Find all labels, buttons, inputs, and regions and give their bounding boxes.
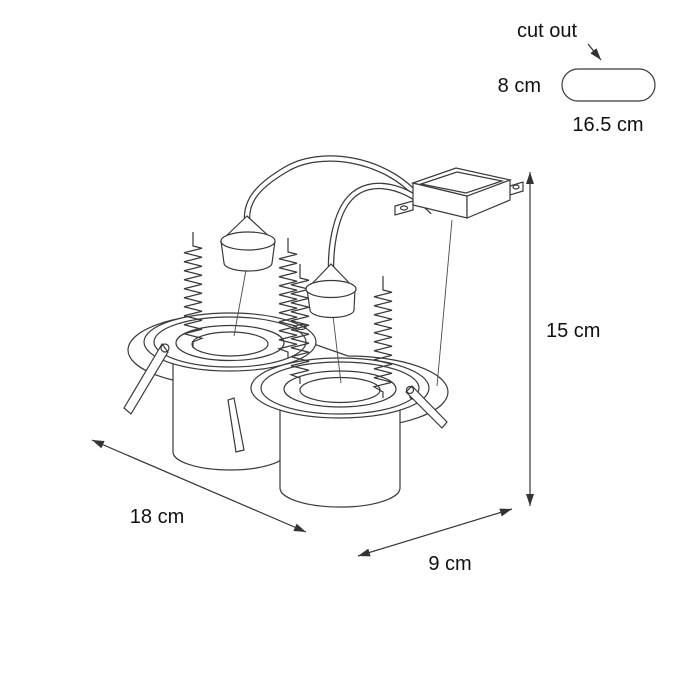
depth-dimension: 9 cm: [357, 508, 513, 575]
junction-box: [394, 167, 524, 219]
spring-clip-right: [405, 385, 448, 429]
retention-spring-2: [276, 238, 298, 358]
width-dimension-label: 18 cm: [130, 506, 184, 528]
cutout-height-label: 8 cm: [498, 75, 541, 97]
lamp-holder-left: [219, 215, 276, 272]
cut-out-pointer-arrow: [587, 43, 602, 61]
retention-spring-4: [372, 276, 393, 398]
downlight-rim-left: [143, 312, 317, 372]
mounting-strap: [436, 219, 453, 387]
downlight-rim-right: [250, 357, 430, 419]
power-cable-right: [327, 182, 436, 268]
height-dimension: 15 cm: [526, 172, 600, 506]
spring-clip-left: [123, 342, 170, 415]
depth-dimension-label: 9 cm: [428, 553, 471, 575]
retention-spring-1: [183, 232, 204, 348]
lamp-holder-right: [305, 263, 357, 319]
lamp-axis-left: [233, 269, 247, 337]
power-cable-left: [243, 155, 421, 219]
cutout-detail: cut out 8 cm 16.5 cm: [498, 20, 656, 136]
cutout-width-label: 16.5 cm: [572, 114, 643, 136]
height-dimension-label: 15 cm: [546, 320, 600, 342]
width-dimension: 18 cm: [91, 439, 307, 533]
lamp-axis-right: [332, 315, 342, 384]
cut-out-label: cut out: [517, 20, 577, 42]
cutout-shape: [561, 68, 656, 102]
